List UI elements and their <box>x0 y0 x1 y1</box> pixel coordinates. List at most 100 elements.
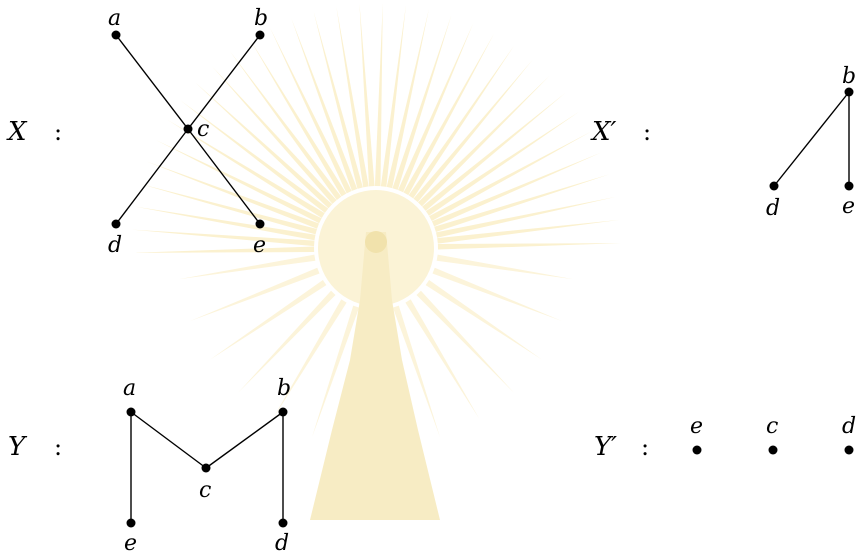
seal-ray <box>392 305 441 438</box>
seal-ray <box>359 3 375 187</box>
edge-c-e <box>187 128 261 225</box>
seal-ray <box>139 183 317 235</box>
graph-label-y: Y <box>8 432 28 462</box>
vertex-a <box>126 407 136 417</box>
seal-ray <box>435 196 616 238</box>
edge-a-c <box>130 411 207 469</box>
seal-ray <box>336 6 369 188</box>
seal-ray <box>249 38 347 197</box>
seal-ray <box>189 267 320 322</box>
seal-ray <box>167 119 325 218</box>
graph-x-prime: b d e X′ : <box>590 64 856 221</box>
seal-ray <box>422 92 566 211</box>
vertex-label-c: c <box>766 414 778 439</box>
graph-colon-y: : <box>54 433 62 461</box>
vertex-label-b: b <box>277 376 291 401</box>
graph-colon-y-prime: : <box>641 433 649 461</box>
vertex-c <box>201 463 211 473</box>
vertex-e <box>692 445 702 455</box>
edge-b-c <box>205 411 284 469</box>
seal-ray <box>425 279 542 360</box>
vertex-label-c: c <box>199 478 211 503</box>
graph-y: a b c e d Y : <box>8 376 291 555</box>
seal-ray <box>386 8 429 189</box>
seal-ray <box>311 305 360 438</box>
seal-ray <box>272 299 347 420</box>
vertex-d <box>278 518 288 528</box>
seal-ray <box>195 82 333 209</box>
seal-ray <box>403 33 495 196</box>
vertex-e <box>126 518 136 528</box>
seal-ray <box>146 161 320 229</box>
seal-ray <box>210 279 327 360</box>
seal-ray <box>417 75 550 207</box>
seal-ray <box>291 18 358 191</box>
vertex-label-e: e <box>124 531 137 555</box>
graph-label-y-prime: Y′ <box>594 432 617 462</box>
vertex-label-d: d <box>275 531 289 555</box>
seal-spire <box>310 232 440 520</box>
vertex-label-a: a <box>108 6 121 31</box>
vertex-d <box>769 181 779 191</box>
seal-ray <box>425 111 580 216</box>
vertex-label-d: d <box>108 233 122 258</box>
vertex-b <box>278 407 288 417</box>
seal-ray <box>374 3 383 187</box>
vertex-c <box>183 124 193 134</box>
vertex-label-c: c <box>197 117 209 142</box>
vertex-a <box>111 30 121 40</box>
graph-label-x: X <box>6 117 28 147</box>
seal-ray <box>429 131 592 221</box>
vertex-label-e: e <box>842 194 855 219</box>
seal-rays <box>131 3 621 447</box>
vertex-b <box>255 30 265 40</box>
seal-ray <box>156 140 322 224</box>
seal-ray <box>178 254 316 280</box>
graph-label-x-prime: X′ <box>590 117 617 147</box>
seal-ray <box>134 206 316 241</box>
vertex-d <box>844 445 854 455</box>
vertex-label-b: b <box>842 64 856 89</box>
seal-ray <box>408 45 515 199</box>
seal-ray <box>436 254 574 280</box>
vertex-label-e: e <box>253 233 266 258</box>
seal-ray <box>437 243 621 250</box>
edge-c-d <box>115 128 189 225</box>
seal-ray <box>437 219 620 244</box>
seal-ray <box>238 290 336 393</box>
vertex-label-d: d <box>842 414 856 439</box>
graph-colon-x-prime: : <box>643 118 651 146</box>
seal-ray <box>380 4 407 187</box>
graph-colon-x: : <box>54 118 62 146</box>
seal-ray <box>434 174 610 233</box>
seal-spire-top <box>365 231 387 253</box>
edge-b-c <box>187 34 261 130</box>
seal-ray <box>398 23 474 193</box>
vertex-e <box>255 219 265 229</box>
seal-ray <box>313 11 363 189</box>
seal-ray <box>416 290 514 393</box>
seal-ray <box>392 14 452 190</box>
edge-b-d <box>773 91 850 187</box>
seal-ray <box>432 267 563 322</box>
seal-ray <box>180 100 329 213</box>
seal-ray <box>131 229 315 247</box>
seal-ray <box>413 59 533 203</box>
vertex-c <box>768 445 778 455</box>
vertex-label-e: e <box>690 414 703 439</box>
vertex-label-b: b <box>254 6 268 31</box>
vertex-b <box>844 87 854 97</box>
seal-ray <box>405 299 480 420</box>
graph-x: a b c d e X : <box>6 6 268 258</box>
seal-ray <box>211 66 337 204</box>
vertex-e <box>844 181 854 191</box>
seal-ray <box>131 246 315 253</box>
graph-y-prime: e c d Y′ : <box>594 414 856 462</box>
vertex-d <box>111 219 121 229</box>
seal-ray <box>431 152 602 227</box>
edge-a-c <box>115 34 189 130</box>
seal-ray <box>269 27 352 194</box>
